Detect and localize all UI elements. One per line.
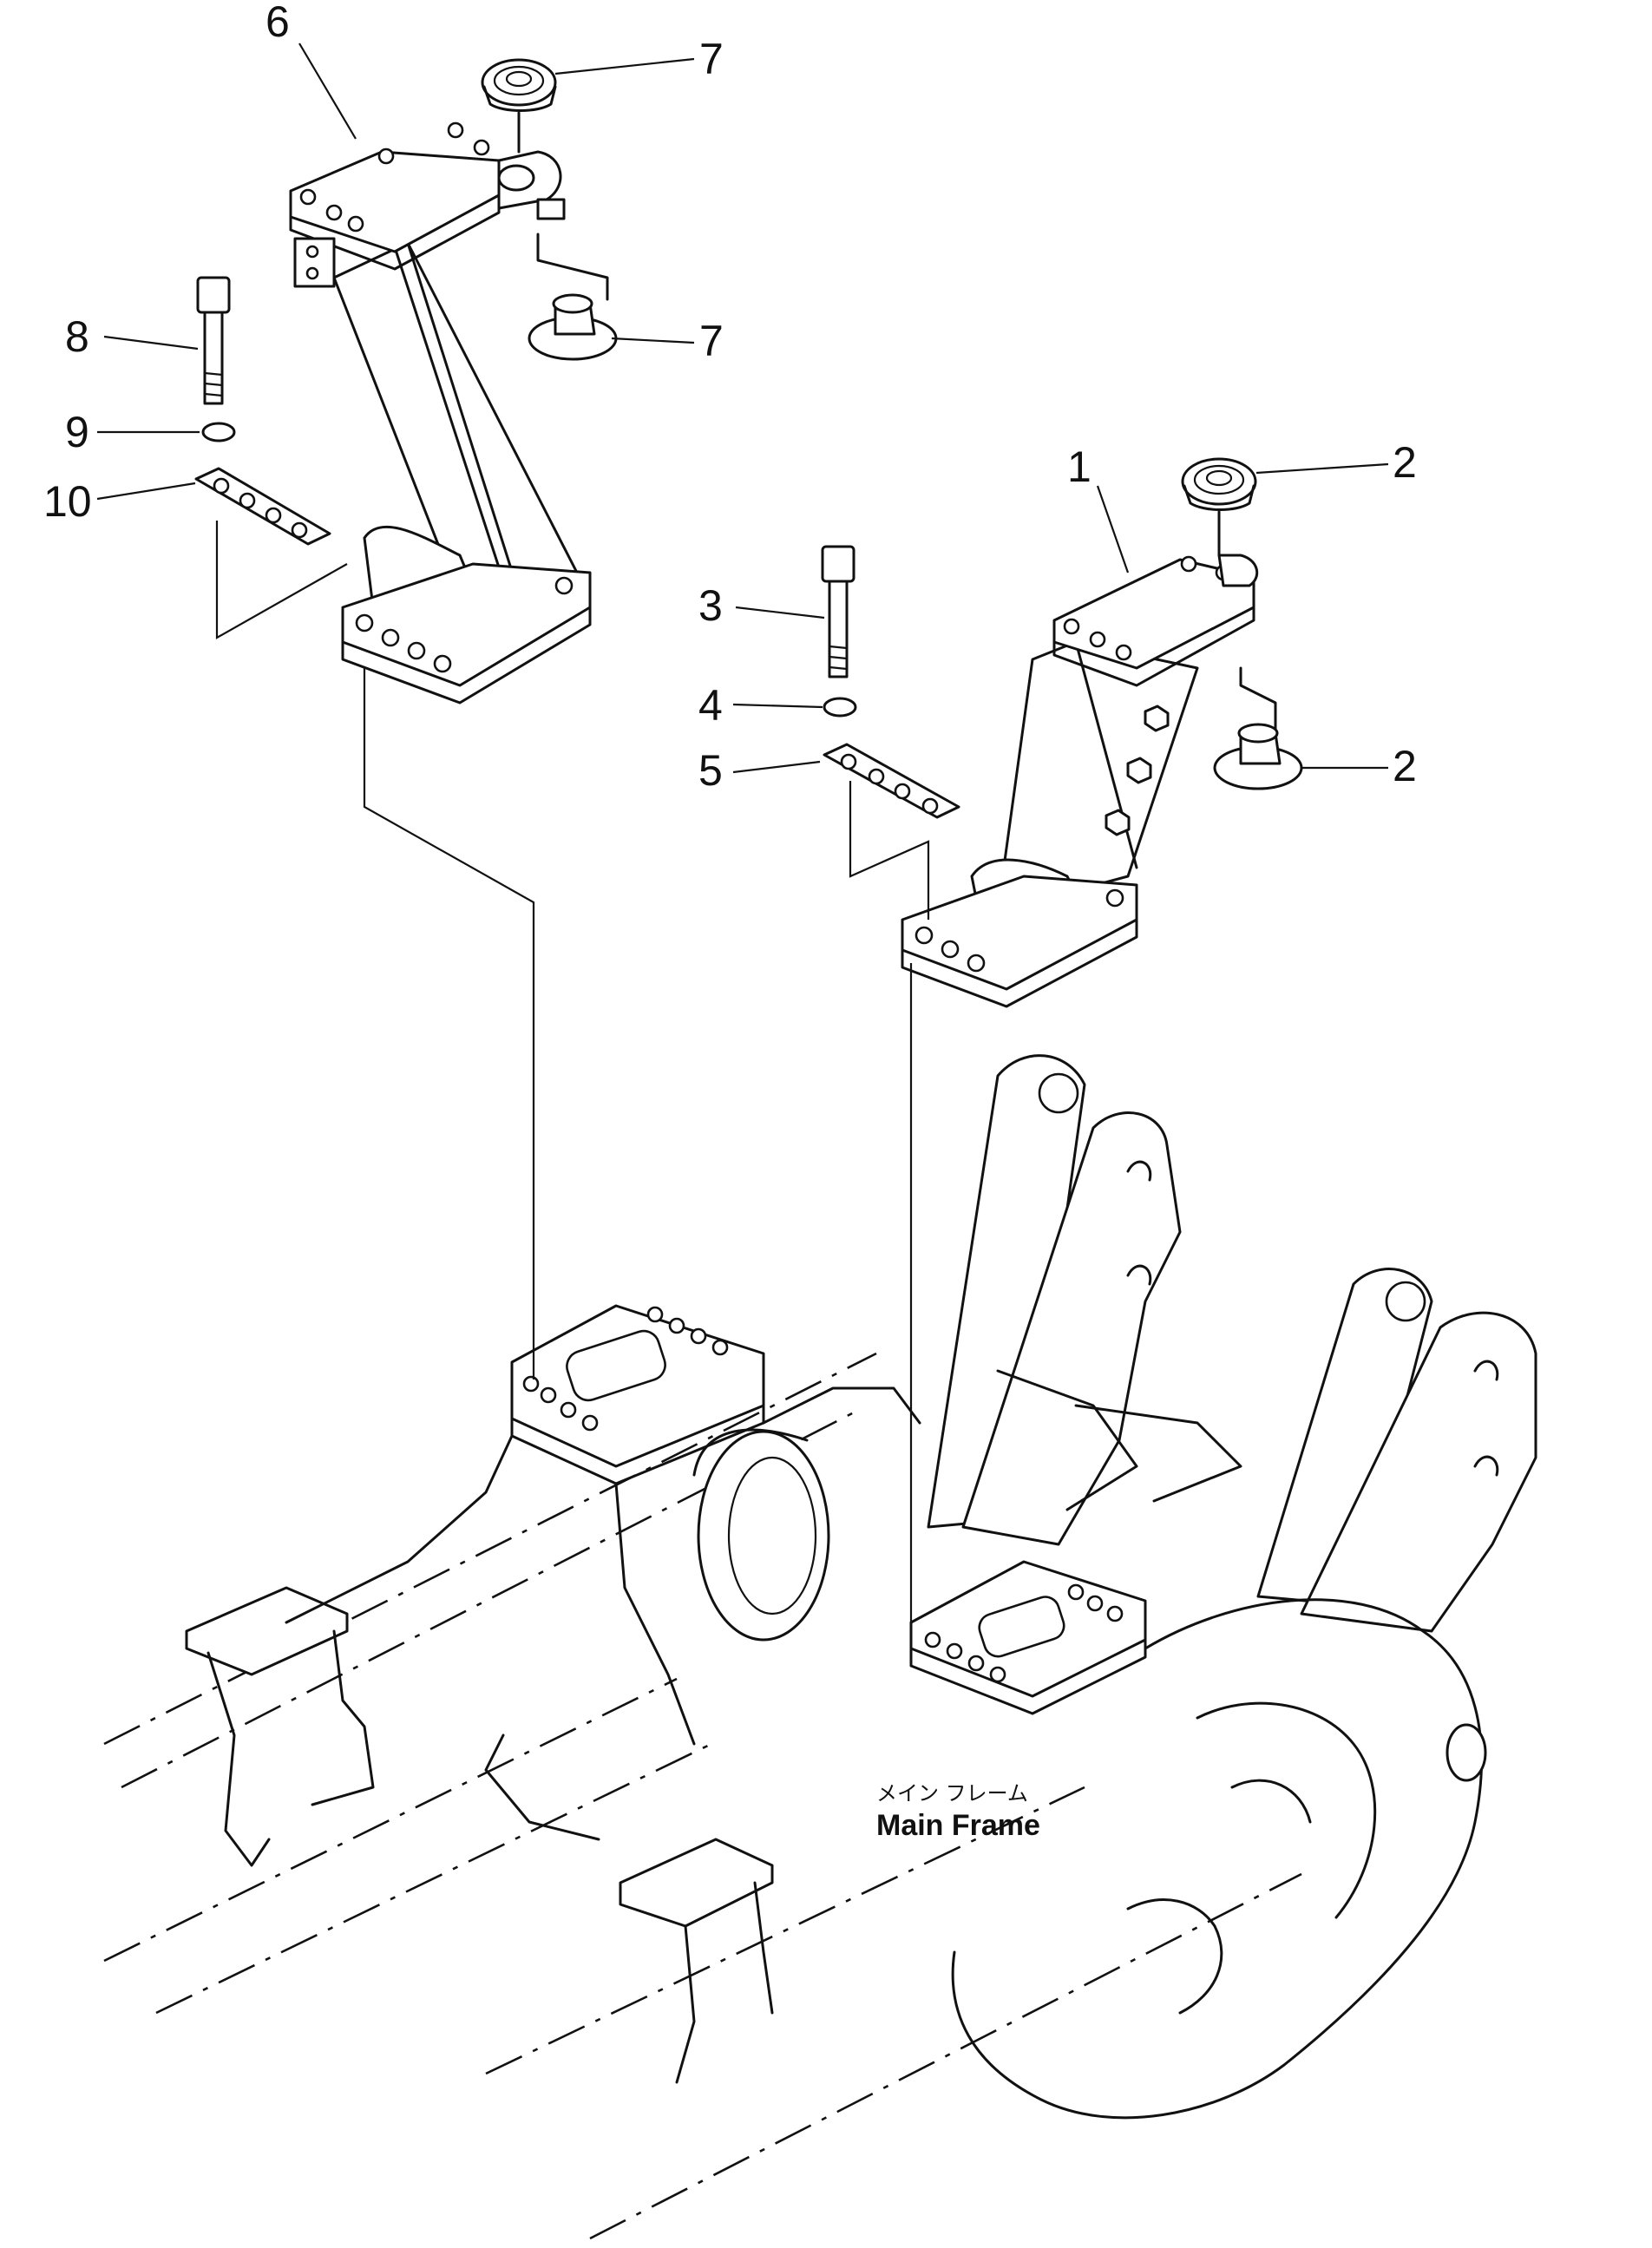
callout-2-upper: 2 xyxy=(1393,438,1417,487)
cushion-part-7-upper xyxy=(481,58,557,154)
cushion-part-7-lower xyxy=(528,233,618,361)
plate-part-5 xyxy=(823,743,960,819)
callout-1: 1 xyxy=(1067,442,1092,491)
plate-part-10 xyxy=(194,467,331,546)
callout-labels: 6 7 7 8 9 10 1 2 2 3 4 5 xyxy=(43,0,1417,795)
callout-9: 9 xyxy=(65,408,89,456)
callout-3: 3 xyxy=(698,581,723,630)
callout-7-lower: 7 xyxy=(699,317,724,365)
washer-part-9 xyxy=(201,422,236,442)
main-frame-label-en: Main Frame xyxy=(876,1809,1040,1842)
cushion-part-2-lower xyxy=(1213,666,1303,790)
callout-10: 10 xyxy=(43,477,92,526)
callout-4: 4 xyxy=(698,681,723,730)
callout-8: 8 xyxy=(65,312,89,361)
bracket-part-6 xyxy=(289,121,592,705)
callout-5: 5 xyxy=(698,746,723,795)
callout-2-lower: 2 xyxy=(1393,742,1417,790)
callout-7-upper: 7 xyxy=(699,35,724,83)
washer-part-4 xyxy=(823,697,857,718)
callout-leaders xyxy=(96,43,1389,774)
assembly-lines xyxy=(215,521,930,1631)
callout-6: 6 xyxy=(266,0,290,46)
bolt-part-3 xyxy=(821,545,856,678)
main-frame xyxy=(103,1054,1537,2240)
cushion-part-2-upper xyxy=(1181,457,1257,557)
bolt-part-8 xyxy=(196,276,231,405)
main-frame-caption: メイン フレーム Main Frame xyxy=(876,1781,1040,1842)
main-frame-label-jp: メイン フレーム xyxy=(876,1781,1028,1806)
bracket-part-1 xyxy=(901,554,1259,1008)
